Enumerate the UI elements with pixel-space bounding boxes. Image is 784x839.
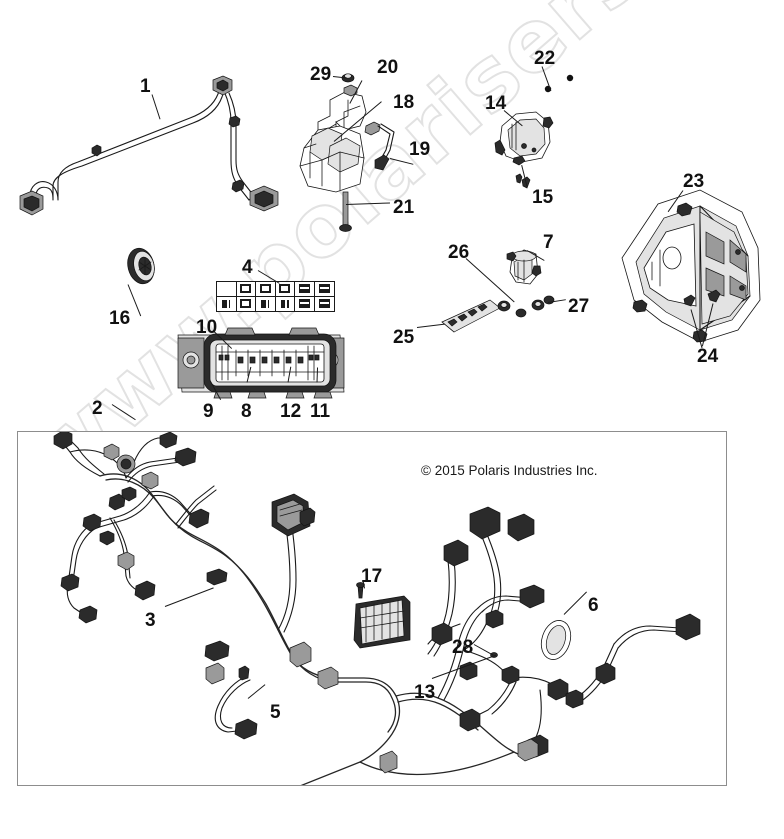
fuse-decal-cell [237, 296, 256, 311]
part-24-screw-a [683, 294, 696, 307]
fuse-decal-cell [256, 282, 276, 297]
callout-8: 8 [241, 401, 252, 422]
relay-icon [259, 284, 271, 294]
fuse-decal-cell [276, 296, 295, 311]
fuse-decal-cell [314, 282, 334, 297]
part-18-19-strap [364, 121, 395, 171]
leader-24-a [690, 309, 703, 349]
callout-23: 23 [683, 171, 705, 192]
fuse-decal-cell [256, 296, 276, 311]
callout-13: 13 [414, 682, 436, 703]
part-16-grommet [127, 247, 155, 285]
leader-7 [526, 250, 545, 261]
leader-25 [416, 323, 445, 328]
callout-11: 11 [310, 401, 331, 422]
part-24-screw-b [707, 289, 721, 303]
callout-9: 9 [203, 401, 214, 422]
callout-18: 18 [393, 92, 415, 113]
fuse-decal-cell [217, 282, 237, 297]
callout-7: 7 [543, 232, 554, 253]
relay-icon [240, 284, 252, 294]
callout-28: 28 [452, 637, 474, 658]
fuse-decal-cell [217, 296, 237, 311]
fuse-decal-cell [315, 297, 335, 312]
callout-22: 22 [534, 48, 556, 69]
fuse-decal-cell [275, 282, 295, 297]
relay-icon [240, 299, 252, 309]
leader-29 [332, 76, 347, 79]
callout-19: 19 [409, 139, 431, 160]
callout-20: 20 [377, 57, 399, 78]
leader-24-b [701, 303, 714, 347]
callout-10: 10 [196, 317, 218, 338]
callout-21: 21 [393, 197, 415, 218]
part-10-fuse-box [177, 327, 345, 399]
leader-12 [287, 366, 292, 383]
part-26-27-fasteners [497, 295, 555, 318]
leader-27 [547, 299, 566, 303]
callout-24: 24 [697, 346, 719, 367]
fuse-bar-icon [298, 284, 310, 294]
leader-11 [316, 367, 319, 383]
fuse-box-label-decal [216, 281, 335, 312]
fuse-decal-cell [236, 282, 256, 297]
callout-4: 4 [242, 257, 253, 278]
callout-3: 3 [145, 610, 156, 631]
callout-1: 1 [140, 76, 151, 97]
callout-15: 15 [532, 187, 554, 208]
leader-26 [465, 258, 515, 303]
fuse-decal-cell [295, 282, 315, 297]
callout-25: 25 [393, 327, 415, 348]
leader-22 [541, 66, 552, 92]
fuse-bar-icon [318, 299, 330, 309]
leader-8 [246, 366, 252, 383]
part-25-bus-bar [441, 299, 501, 333]
callout-29: 29 [310, 64, 332, 85]
fuse-box-icon [261, 299, 270, 308]
callout-6: 6 [588, 595, 599, 616]
leader-21 [345, 202, 390, 205]
callout-16: 16 [109, 308, 131, 329]
leader-18 [333, 101, 382, 142]
leader-9 [209, 380, 222, 400]
callout-5: 5 [270, 702, 281, 723]
leader-20 [349, 80, 363, 104]
copyright-notice: © 2015 Polaris Industries Inc. [421, 463, 598, 478]
leader-2 [111, 404, 136, 421]
callout-17: 17 [361, 566, 383, 587]
callout-27: 27 [568, 296, 590, 317]
gear-icon [222, 299, 231, 308]
callout-14: 14 [485, 93, 507, 114]
leader-1 [151, 94, 161, 120]
part-15-screw-a [515, 173, 523, 184]
leader-15 [521, 165, 528, 187]
part-23-ecu [621, 189, 761, 343]
fuse-box-icon [280, 299, 289, 308]
fuse-bar-icon [318, 284, 330, 294]
leader-14 [503, 110, 523, 127]
part-20-bracket [317, 84, 367, 147]
callout-12: 12 [280, 401, 302, 422]
fuse-decal-cell [295, 296, 315, 311]
callout-26: 26 [448, 242, 470, 263]
callout-2: 2 [92, 398, 103, 419]
relay-icon [279, 284, 291, 294]
main-harness-frame [17, 431, 727, 786]
part-21-coil-assembly [299, 125, 365, 232]
leader-23 [667, 190, 684, 213]
fuse-bar-icon [298, 299, 310, 309]
